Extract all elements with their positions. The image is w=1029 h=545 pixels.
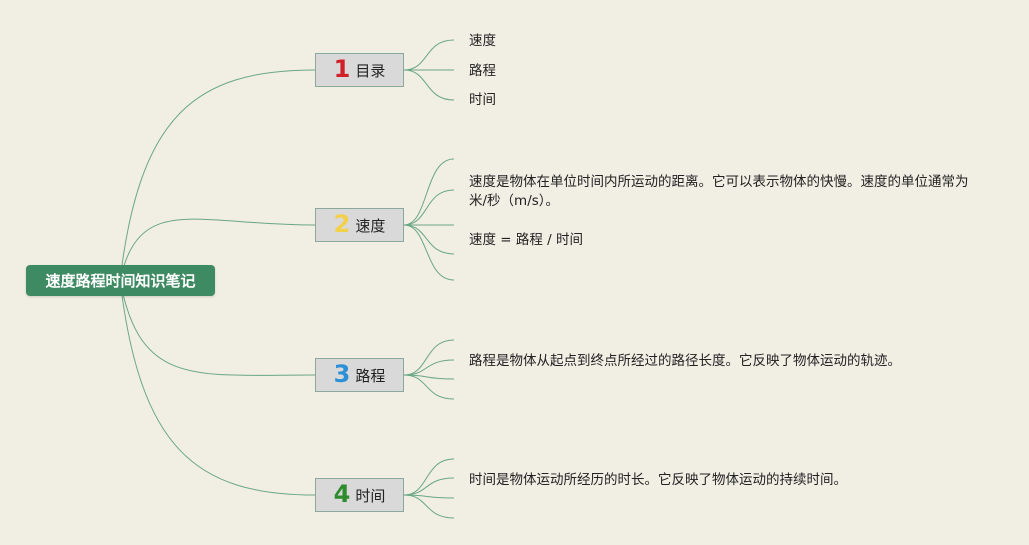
topic-3-branch-4 (403, 374, 455, 400)
topic-4-branch-4 (403, 494, 455, 519)
topic-label-4: 时间 (355, 486, 386, 505)
topic-2-branch-2 (403, 189, 455, 226)
leaf-2-2[interactable]: 速度 = 路程 / 时间 (469, 232, 584, 248)
topic-number-1: 1 (333, 55, 351, 83)
leaf-2-1[interactable]: 速度是物体在单位时间内所运动的距离。它可以表示物体的快慢。速度的单位通常为米/秒… (469, 174, 969, 209)
root-to-topic-3 (119, 279, 316, 376)
topic-node-4[interactable]: 4 时间 (315, 478, 404, 512)
topic-number-2: 2 (333, 210, 351, 238)
topic-node-3[interactable]: 3 路程 (315, 358, 404, 392)
root-node[interactable]: 速度路程时间知识笔记 (26, 265, 215, 296)
topic-4-branch-1 (403, 458, 455, 496)
topic-3-branch-1 (403, 339, 455, 376)
leaf-1-1[interactable]: 速度 (469, 33, 496, 49)
root-label: 速度路程时间知识笔记 (45, 272, 196, 290)
leaf-4-1[interactable]: 时间是物体运动所经历的时长。它反映了物体运动的持续时间。 (469, 472, 847, 488)
leaf-3-1[interactable]: 路程是物体从起点到终点所经过的路径长度。它反映了物体运动的轨迹。 (469, 353, 901, 369)
topic-number-3: 3 (333, 360, 351, 388)
topic-label-1: 目录 (355, 61, 386, 80)
leaf-1-3[interactable]: 时间 (469, 92, 496, 108)
topic-4-branch-2 (403, 477, 455, 496)
topic-label-3: 路程 (355, 366, 386, 385)
root-to-topic-1 (119, 69, 316, 281)
root-to-topic-2 (119, 218, 316, 281)
topic-1-branch-3 (403, 69, 455, 101)
topic-node-2[interactable]: 2 速度 (315, 208, 404, 242)
root-to-topic-4 (119, 279, 316, 496)
topic-1-branch-1 (403, 39, 455, 71)
leaf-1-2[interactable]: 路程 (469, 63, 496, 79)
topic-number-4: 4 (333, 480, 351, 508)
topic-2-branch-4 (403, 224, 455, 255)
topic-2-branch-5 (403, 224, 455, 281)
topic-3-branch-2 (403, 359, 455, 376)
topic-2-branch-1 (403, 158, 455, 226)
topic-label-2: 速度 (355, 216, 386, 235)
topic-node-1[interactable]: 1 目录 (315, 53, 404, 87)
